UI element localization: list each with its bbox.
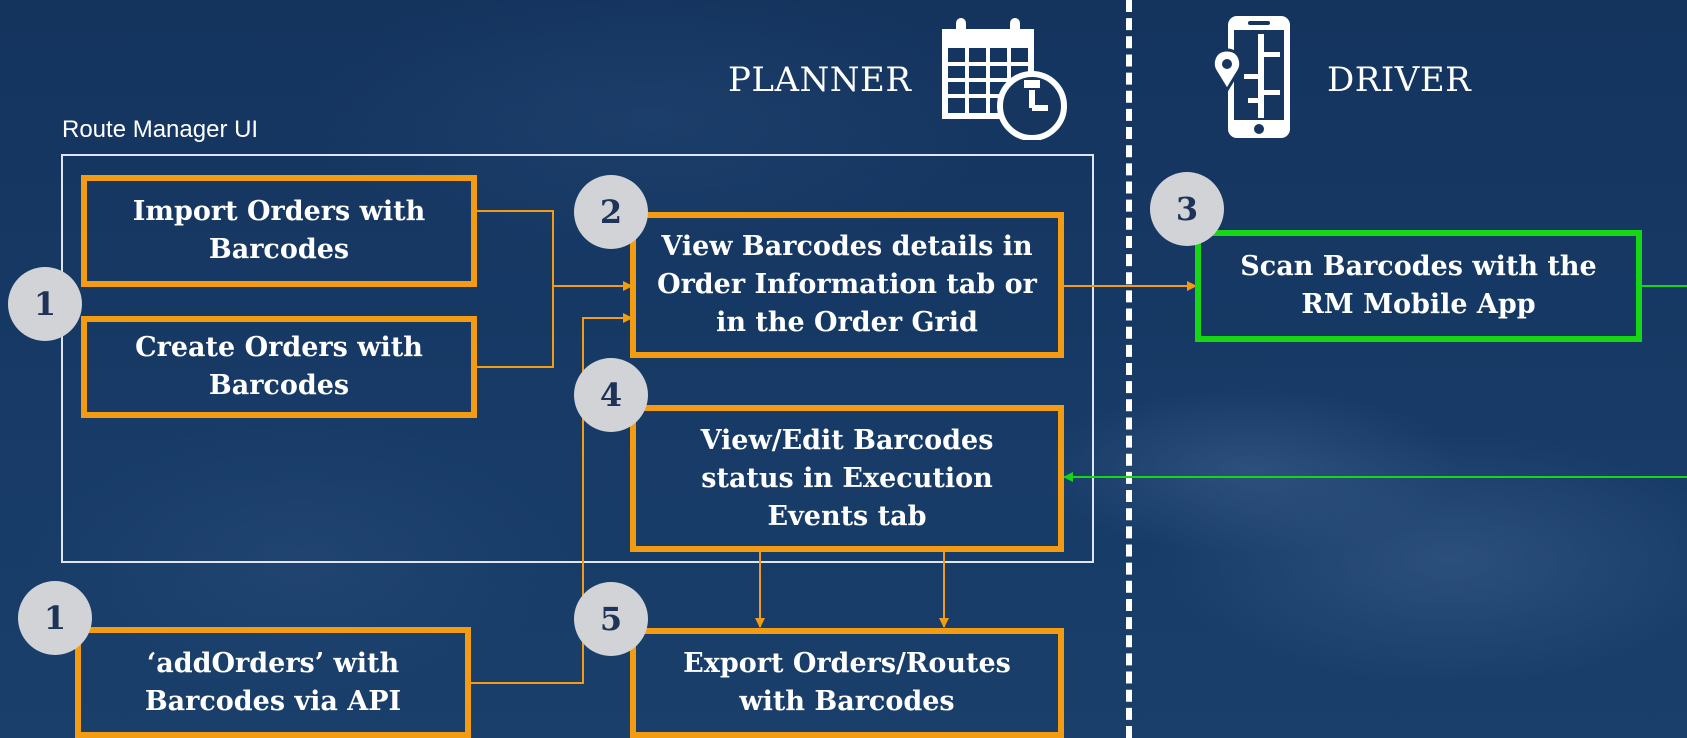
planner-lane-title: PLANNER — [728, 60, 912, 100]
create-orders-box: Create Orders with Barcodes — [81, 316, 477, 418]
route-manager-ui-frame — [61, 154, 1094, 563]
import-orders-label: Import Orders with Barcodes — [132, 196, 426, 265]
calendar-clock-icon — [942, 18, 1067, 140]
lane-divider — [1126, 0, 1132, 738]
edit-status-label: View/Edit Barcodes status in Execution E… — [700, 424, 994, 532]
add-orders-api-label: ‘addOrders’ with Barcodes via API — [144, 647, 402, 717]
view-barcodes-box: View Barcodes details in Order Informati… — [630, 212, 1064, 358]
import-orders-box: Import Orders with Barcodes — [81, 175, 477, 287]
view-barcodes-label: View Barcodes details in Order Informati… — [657, 231, 1037, 338]
step-badge-4: 4 — [574, 358, 648, 432]
step-badge-5: 5 — [574, 582, 648, 656]
driver-lane-title: DRIVER — [1327, 60, 1472, 100]
step-badge-1-api: 1 — [18, 581, 92, 655]
step-badge-2: 2 — [574, 175, 648, 249]
scan-barcodes-label: Scan Barcodes with the RM Mobile App — [1240, 251, 1597, 320]
create-orders-label: Create Orders with Barcodes — [135, 332, 423, 401]
export-label: Export Orders/Routes with Barcodes — [683, 648, 1011, 717]
export-box: Export Orders/Routes with Barcodes — [630, 628, 1064, 738]
scan-barcodes-box: Scan Barcodes with the RM Mobile App — [1195, 230, 1642, 342]
step-badge-1-ui: 1 — [8, 267, 82, 341]
add-orders-api-box: ‘addOrders’ with Barcodes via API — [75, 627, 471, 738]
connector-import-to-view — [475, 210, 633, 291]
route-manager-ui-label: Route Manager UI — [62, 116, 259, 143]
connector-create-to-view — [475, 286, 554, 368]
edit-status-box: View/Edit Barcodes status in Execution E… — [630, 405, 1064, 552]
step-badge-3: 3 — [1150, 172, 1224, 246]
mobile-map-icon — [1211, 16, 1290, 138]
connector-api-to-view — [470, 313, 633, 684]
